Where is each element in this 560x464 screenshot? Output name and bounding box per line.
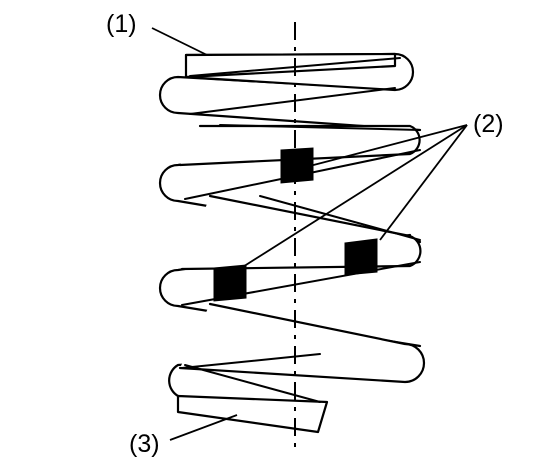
leader-line-2b: [237, 124, 468, 271]
label-top-end: (1): [106, 10, 137, 38]
label-bottom-end: (3): [129, 430, 160, 458]
wire-line-6: [181, 353, 321, 369]
leader-line-3: [169, 414, 238, 441]
wire-line-2: [219, 124, 421, 131]
coil-right-turn-2: [178, 124, 421, 167]
leader-line-2a: [301, 124, 468, 169]
paint-mark-upper: [280, 147, 314, 184]
paint-mark-middle-right: [344, 238, 378, 276]
bottom-end-diagonal: [184, 364, 321, 403]
wire-line-1: [189, 87, 396, 115]
wire-line-4: [259, 195, 421, 241]
coil-left-turn-1: [158, 75, 422, 132]
label-paint-marks: (2): [473, 110, 504, 138]
leader-line-1: [151, 27, 208, 56]
spring-bottom-end: [176, 394, 329, 434]
paint-mark-lower-left: [213, 264, 247, 302]
leader-line-2c: [379, 124, 468, 241]
